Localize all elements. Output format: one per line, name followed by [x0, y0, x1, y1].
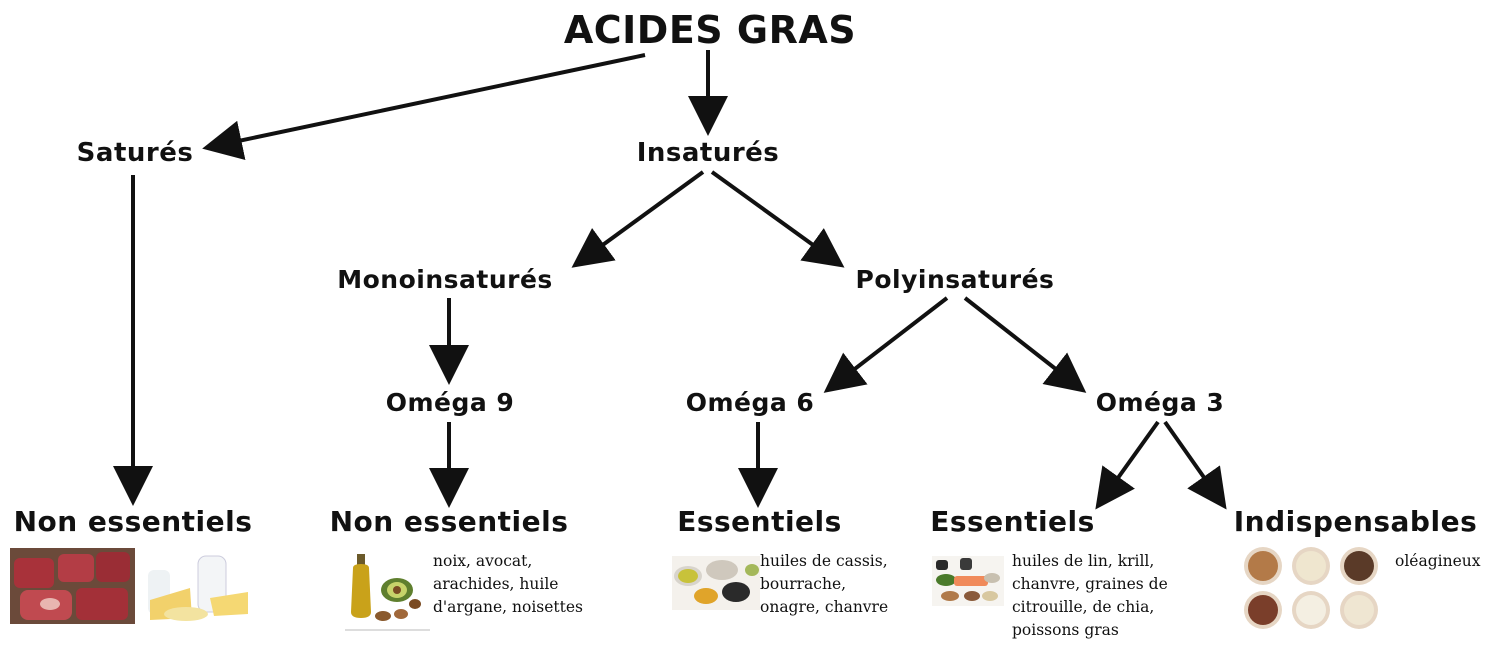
- food-line: huiles de cassis,: [760, 552, 888, 570]
- node-omega9: Oméga 9: [385, 388, 515, 417]
- seeds-bowls-icon: [672, 556, 760, 610]
- node-monoinsatures: Monoinsaturés: [337, 265, 553, 294]
- arrow-acides-to-satures: [202, 53, 646, 160]
- food-line: citrouille, de chia,: [1012, 598, 1155, 616]
- food-line: bourrache,: [760, 575, 847, 593]
- arrow-poly-to-omega6: [823, 296, 949, 393]
- food-line: poissons gras: [1012, 621, 1119, 639]
- category-essentiels-omega6: Essentiels: [677, 505, 842, 538]
- food-line: chanvre, graines de: [1012, 575, 1168, 593]
- node-insatures: Insaturés: [636, 138, 780, 168]
- node-omega6: Oméga 6: [685, 388, 815, 417]
- node-polyinsatures: Polyinsaturés: [855, 265, 1055, 294]
- diagram-title: ACIDES GRAS: [563, 8, 857, 52]
- arrow-insatures-to-mono: [571, 170, 705, 268]
- oil-avocado-icon: [345, 554, 430, 631]
- food-line: arachides, huile: [433, 575, 559, 593]
- fish-oils-icon: [932, 556, 1004, 606]
- foods-omega9: noix, avocat, arachides, huile d'argane,…: [433, 550, 583, 619]
- food-line: noix, avocat,: [433, 552, 533, 570]
- food-line: oléagineux: [1395, 552, 1481, 570]
- food-line: huiles de lin, krill,: [1012, 552, 1155, 570]
- foods-omega6: huiles de cassis, bourrache, onagre, cha…: [760, 550, 888, 619]
- category-non-essentiels-satures: Non essentiels: [13, 505, 253, 538]
- arrow-omega3-to-essentiels: [1095, 420, 1160, 510]
- foods-omega3: huiles de lin, krill, chanvre, graines d…: [1012, 550, 1168, 642]
- food-line: onagre, chanvre: [760, 598, 889, 616]
- node-omega3: Oméga 3: [1095, 388, 1225, 417]
- meat-cheese-icon: [10, 548, 248, 624]
- nuts-bowls-icon: [1244, 547, 1378, 629]
- node-satures: Saturés: [76, 138, 194, 168]
- arrow-poly-to-omega3: [963, 296, 1087, 393]
- category-indispensables: Indispensables: [1233, 505, 1478, 538]
- foods-indispensables: oléagineux: [1395, 550, 1480, 573]
- arrow-omega3-to-indispensables: [1163, 420, 1227, 510]
- arrow-insatures-to-poly: [710, 170, 845, 268]
- category-essentiels-omega3: Essentiels: [930, 505, 1095, 538]
- category-non-essentiels-omega9: Non essentiels: [329, 505, 569, 538]
- food-line: d'argane, noisettes: [433, 598, 583, 616]
